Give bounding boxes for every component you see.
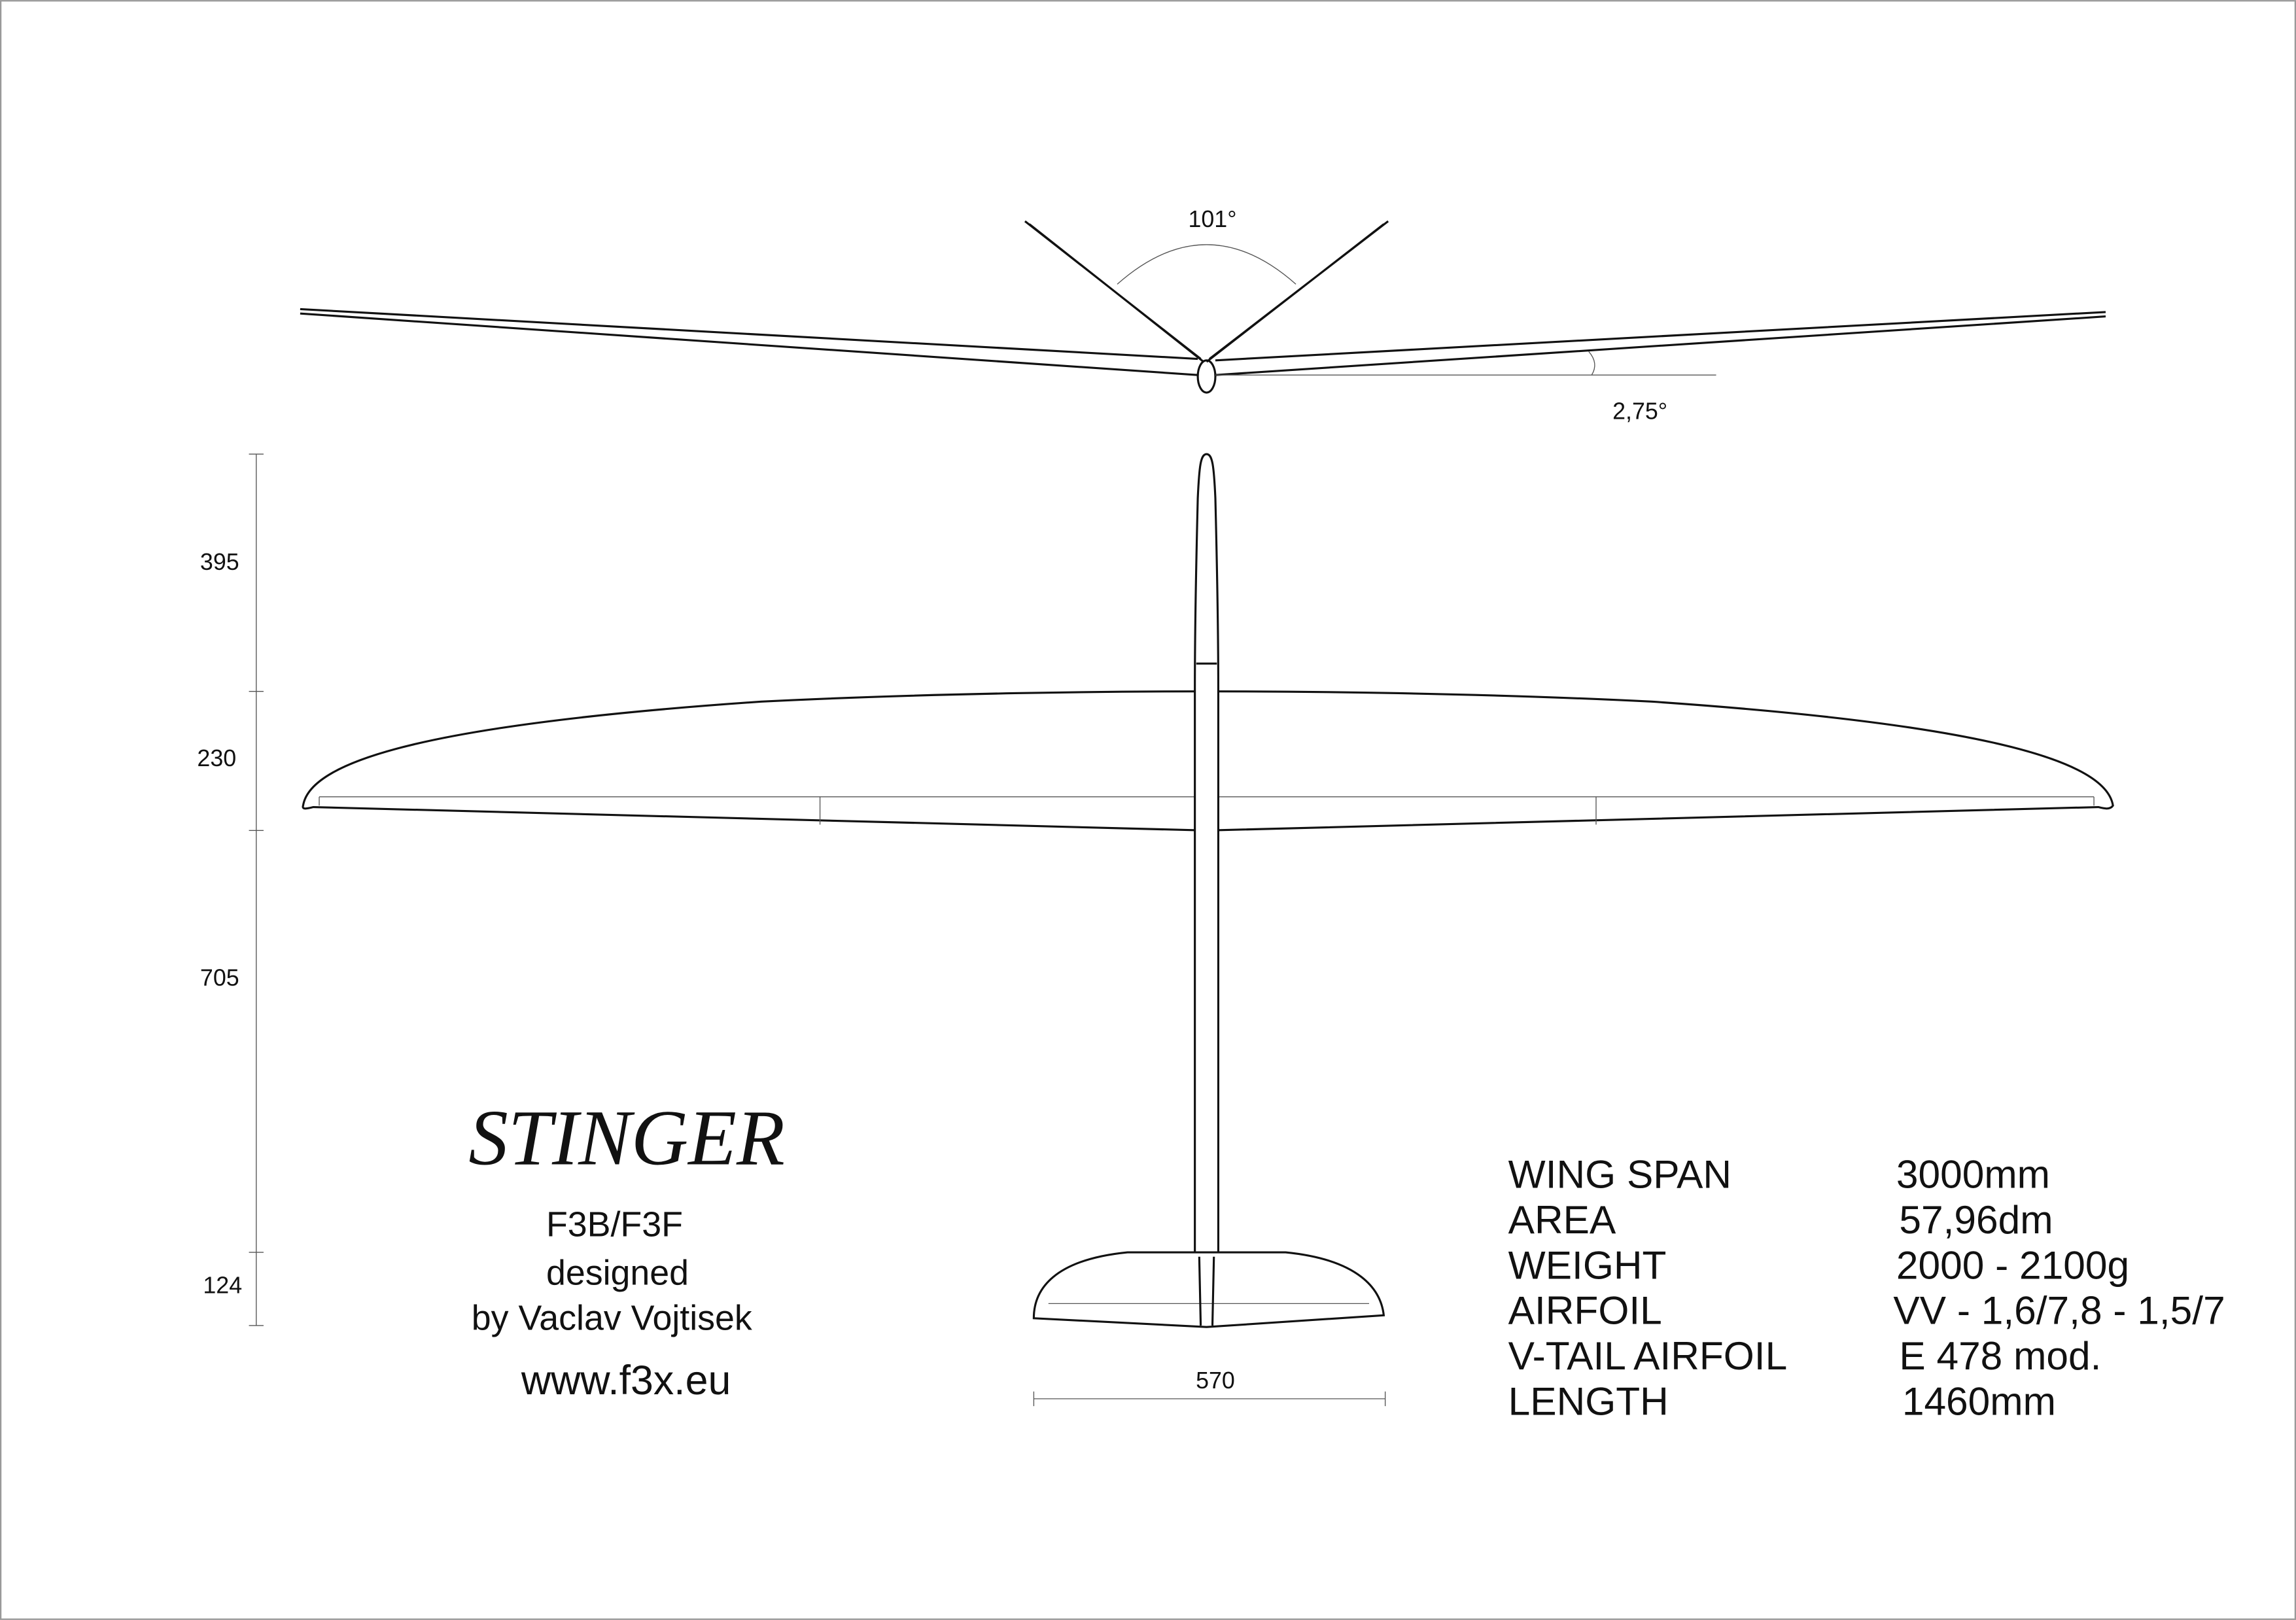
wing-planform [302, 690, 2114, 832]
spec-label: WEIGHT [1508, 1242, 1667, 1287]
dihedral-angle-label: 2,75° [1612, 398, 1667, 424]
spec-label: LENGTH [1508, 1379, 1669, 1424]
right-wing-front [1215, 311, 2106, 376]
vtail-angle-label: 101° [1188, 206, 1236, 232]
spec-value: E 478 mod. [1899, 1333, 2101, 1378]
top-view [302, 453, 2114, 1328]
spec-value: 1460mm [1902, 1379, 2056, 1424]
designer-name: by Vaclav Vojtisek [472, 1299, 752, 1338]
designed-label: designed [546, 1253, 689, 1292]
dim-124: 124 [203, 1273, 242, 1299]
tail-boom [1198, 1256, 1215, 1326]
fuselage-top [1194, 453, 1220, 1327]
title-block: STINGER F3B/F3F designed by Vaclav Vojti… [468, 1095, 784, 1403]
fuselage-front [1196, 359, 1217, 394]
vertical-dimension: 395 230 705 124 [197, 453, 264, 1326]
spec-value: 3000mm [1896, 1152, 2050, 1197]
specs-table: WING SPAN 3000mm AREA 57,96dm WEIGHT 200… [1508, 1152, 2225, 1424]
right-vtail-front [1206, 220, 1389, 363]
spec-value: 2000 - 2100g [1896, 1242, 2129, 1287]
model-name: STINGER [468, 1095, 784, 1182]
spec-value: 57,96dm [1899, 1197, 2053, 1242]
dihedral-angle-arc [1588, 351, 1595, 376]
vtail-angle-arc [1117, 244, 1296, 285]
spec-label: V-TAIL AIRFOIL [1508, 1333, 1788, 1378]
spec-value: VV - 1,6/7,8 - 1,5/7 [1893, 1288, 2225, 1333]
dim-230: 230 [197, 745, 236, 771]
tail-planform [1032, 1251, 1385, 1328]
website-link[interactable]: www.f3x.eu [521, 1358, 731, 1403]
dim-570: 570 [1196, 1367, 1235, 1394]
left-wing-front [300, 308, 1198, 376]
front-view: 101° 2,75° [300, 206, 2106, 424]
spec-label: AIRFOIL [1508, 1288, 1662, 1333]
left-vtail-front [1024, 220, 1205, 363]
spec-label: WING SPAN [1508, 1152, 1731, 1197]
model-class: F3B/F3F [546, 1205, 683, 1244]
spec-label: AREA [1508, 1197, 1616, 1242]
tail-span-dimension: 570 [1033, 1367, 1386, 1407]
dim-705: 705 [200, 965, 239, 991]
dim-395: 395 [200, 549, 239, 575]
